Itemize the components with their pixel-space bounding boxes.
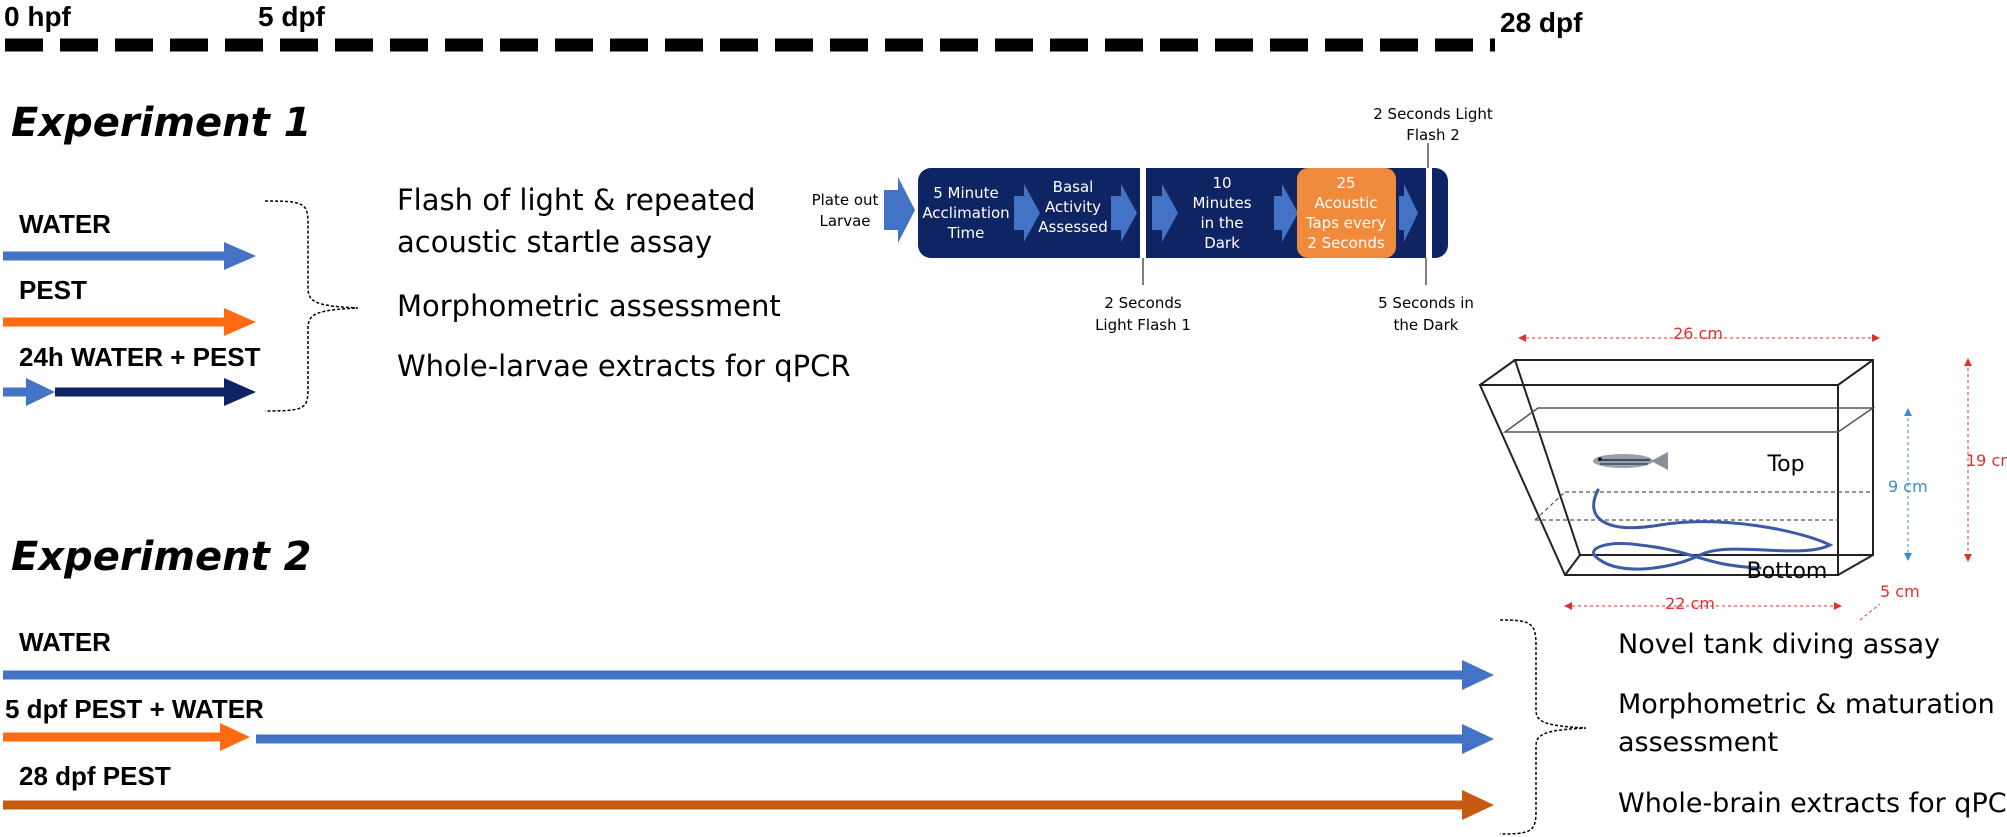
dim-height-arrow-b (1964, 554, 1972, 562)
protocol-step4-line1: 25 (1336, 174, 1355, 192)
tank-top-label: Top (1766, 452, 1804, 477)
protocol-start-arrow (884, 177, 915, 243)
protocol-step3-line1: 10 (1212, 174, 1231, 192)
dim-depth-label: 5 cm (1880, 582, 1920, 601)
timeline: 0 hpf 5 dpf 28 dpf (4, 1, 1583, 52)
exp2-group-water-label: WATER (19, 627, 111, 657)
exp2-group-pest-water-label: 5 dpf PEST + WATER (5, 694, 264, 724)
experiment1-outcomes: Flash of light & repeated acoustic start… (397, 183, 851, 383)
experiment1-title: Experiment 1 (11, 100, 312, 146)
exp1-pest-arrow-head (224, 308, 256, 336)
protocol-step4-line2: Acoustic (1314, 194, 1377, 212)
tank-edge-3 (1837, 554, 1874, 576)
dim-water-arrow-b (1904, 553, 1912, 561)
tank-back-face (1513, 359, 1874, 556)
dim-top-width-arrow-l (1518, 334, 1526, 342)
startle-protocol: Plate out Larvae 5 Minute Acclimation Ti… (812, 105, 1493, 334)
dim-water-height-label: 9 cm (1888, 477, 1928, 496)
fish-swim-path (1592, 488, 1834, 571)
tank-bottom-label: Bottom (1747, 559, 1828, 584)
dim-bottom-width-arrow-l (1564, 602, 1572, 610)
dim-bottom-width-arrow-r (1834, 602, 1842, 610)
dim-depth-line (1859, 603, 1881, 621)
timeline-end-label: 28 dpf (1500, 7, 1583, 38)
exp1-outcome-qpcr: Whole-larvae extracts for qPCR (397, 349, 851, 383)
light-flash-2-marker (1426, 168, 1432, 258)
dim-top-width-label: 26 cm (1673, 324, 1723, 343)
protocol-step1-line1: 5 Minute (933, 184, 999, 202)
tank-water-surface (1502, 407, 1876, 433)
flash1-label-line2: Light Flash 1 (1095, 316, 1191, 334)
dark-end-label-line1: 5 Seconds in (1378, 294, 1474, 312)
exp1-pest-segment-head (224, 378, 256, 406)
flash2-label-line1: 2 Seconds Light (1373, 105, 1493, 123)
zebrafish-icon (1593, 452, 1668, 470)
protocol-step2-line2: Activity (1045, 198, 1101, 216)
exp1-group-water-pest-label: 24h WATER + PEST (19, 342, 261, 372)
experiment2-title: Experiment 2 (11, 534, 312, 580)
dim-height-label: 19 cm (1966, 451, 2007, 470)
timeline-start-label: 0 hpf (4, 1, 72, 32)
protocol-chevron-3 (1152, 184, 1178, 242)
protocol-step3-line3: in the (1200, 214, 1243, 232)
protocol-step3-line4: Dark (1204, 234, 1240, 252)
flash1-label-line1: 2 Seconds (1104, 294, 1182, 312)
exp2-bracket (1499, 619, 1587, 835)
exp2-pest-segment-head (220, 723, 250, 751)
timeline-mid-label: 5 dpf (258, 1, 326, 32)
flash2-label-line2: Flash 2 (1406, 126, 1460, 144)
exp2-group-28dpf-pest-label: 28 dpf PEST (19, 761, 171, 791)
protocol-chevron-1 (1014, 184, 1040, 242)
tank-edge-1 (1479, 359, 1516, 386)
dim-height-arrow-t (1964, 358, 1972, 366)
acoustic-taps-box (1297, 168, 1396, 258)
exp1-water-arrow-head (224, 242, 256, 270)
exp2-water-arrow-head (1462, 660, 1494, 690)
protocol-step2-line1: Basal (1053, 178, 1094, 196)
exp2-outcome-morphometric-line2: assessment (1618, 727, 1778, 758)
exp1-outcome-morphometric: Morphometric assessment (397, 289, 781, 323)
protocol-chevron-5 (1399, 184, 1418, 242)
light-flash-1-marker (1140, 168, 1146, 258)
protocol-start-label-line1: Plate out (812, 191, 879, 209)
experiment2-outcomes: Novel tank diving assay Morphometric & m… (1618, 629, 2007, 819)
exp1-group-water-label: WATER (19, 209, 111, 239)
experiment2-groups: WATER 5 dpf PEST + WATER 28 dpf PEST (3, 627, 1494, 820)
protocol-chevron-2 (1111, 184, 1137, 242)
protocol-step3-line2: Minutes (1192, 194, 1251, 212)
exp1-outcome-startle-line1: Flash of light & repeated (397, 183, 755, 217)
protocol-step4-line3: Taps every (1305, 214, 1386, 232)
protocol-step1-line3: Time (947, 224, 985, 242)
exp1-water-segment-head (26, 378, 55, 406)
tank-edge-2 (1837, 359, 1874, 386)
protocol-step2-line3: Assessed (1038, 218, 1108, 236)
novel-tank-diagram: Top Bottom 26 cm 19 cm 9 cm 22 cm 5 cm (1478, 324, 2007, 621)
protocol-step1-line2: Acclimation (922, 204, 1009, 222)
protocol-step4-line4: 2 Seconds (1307, 234, 1385, 252)
exp2-water-segment-head (1462, 724, 1494, 754)
experiment1-groups: WATER PEST 24h WATER + PEST (3, 209, 261, 406)
exp2-28dpf-pest-arrow-head (1462, 790, 1494, 820)
exp1-bracket (264, 200, 359, 412)
protocol-chevron-4 (1274, 184, 1298, 242)
dim-bottom-width-label: 22 cm (1665, 594, 1715, 613)
dark-end-label-line2: the Dark (1394, 316, 1459, 334)
exp2-outcome-qpcr: Whole-brain extracts for qPCR (1618, 788, 2007, 819)
dim-top-width-arrow-r (1872, 334, 1880, 342)
dim-water-arrow-t (1904, 408, 1912, 416)
exp1-group-pest-label: PEST (19, 275, 87, 305)
exp2-outcome-novel-tank: Novel tank diving assay (1618, 629, 1940, 660)
exp1-outcome-startle-line2: acoustic startle assay (397, 225, 712, 259)
exp2-outcome-morphometric-line1: Morphometric & maturation (1618, 689, 1995, 720)
tank-edge-4 (1564, 554, 1581, 576)
protocol-start-label-line2: Larvae (819, 212, 870, 230)
